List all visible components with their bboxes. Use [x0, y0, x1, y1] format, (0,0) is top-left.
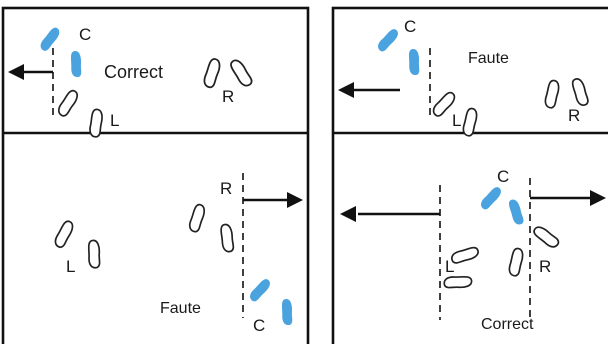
- verdict-label: Correct: [104, 62, 163, 82]
- footprint-l-right: [86, 239, 102, 270]
- verdict-label: Correct: [481, 316, 534, 333]
- label-r: R: [222, 87, 234, 106]
- label-c: C: [404, 17, 416, 36]
- arrowhead-right: [287, 192, 303, 208]
- label-r: R: [568, 106, 580, 125]
- footprint-c-right: [407, 48, 421, 76]
- footprint-c-left: [247, 276, 273, 304]
- footprint-l-left: [449, 244, 481, 266]
- footprint-r-left: [543, 78, 561, 110]
- footprint-l-right: [442, 274, 473, 290]
- label-l: L: [66, 257, 75, 276]
- label-c: C: [497, 167, 509, 186]
- panel-top-left: C Correct R L: [8, 25, 255, 139]
- footprint-r-left: [187, 202, 207, 234]
- label-c: C: [79, 25, 91, 44]
- footprint-c-left: [38, 25, 62, 53]
- panel-bottom-right: C L R Correct: [340, 167, 606, 333]
- label-l: L: [452, 111, 461, 130]
- footprint-l-left: [52, 218, 76, 250]
- arrowhead-left: [8, 64, 24, 80]
- arrowhead-left: [340, 206, 356, 222]
- label-c: C: [253, 316, 265, 335]
- label-r: R: [220, 179, 232, 198]
- footprint-r-left: [507, 246, 525, 278]
- footprint-l-left: [55, 87, 81, 119]
- footprint-r-right: [569, 76, 591, 108]
- footprint-r-right: [227, 57, 255, 90]
- footprint-c-left: [375, 26, 401, 54]
- verdict-label: Faute: [160, 300, 201, 317]
- footprint-r-right: [530, 223, 562, 251]
- left-box-frame: [1, 6, 310, 344]
- verdict-label: Faute: [468, 50, 509, 67]
- footprint-c-right: [69, 50, 83, 78]
- footprint-c-left: [478, 184, 504, 212]
- label-l: L: [445, 257, 454, 276]
- panel-top-right: C Faute R L: [338, 17, 591, 138]
- footprint-r-left: [201, 56, 223, 90]
- arrowhead-right: [590, 190, 606, 206]
- label-l: L: [110, 111, 119, 130]
- arrowhead-left: [338, 82, 354, 98]
- right-box-frame: [331, 6, 608, 344]
- label-r: R: [539, 257, 551, 276]
- left-box: [1, 6, 310, 344]
- footprint-r-right: [218, 222, 236, 254]
- panel-bottom-left: L R C Faute: [52, 173, 303, 335]
- footprint-c-right: [506, 197, 526, 227]
- footprint-c-right: [280, 298, 294, 326]
